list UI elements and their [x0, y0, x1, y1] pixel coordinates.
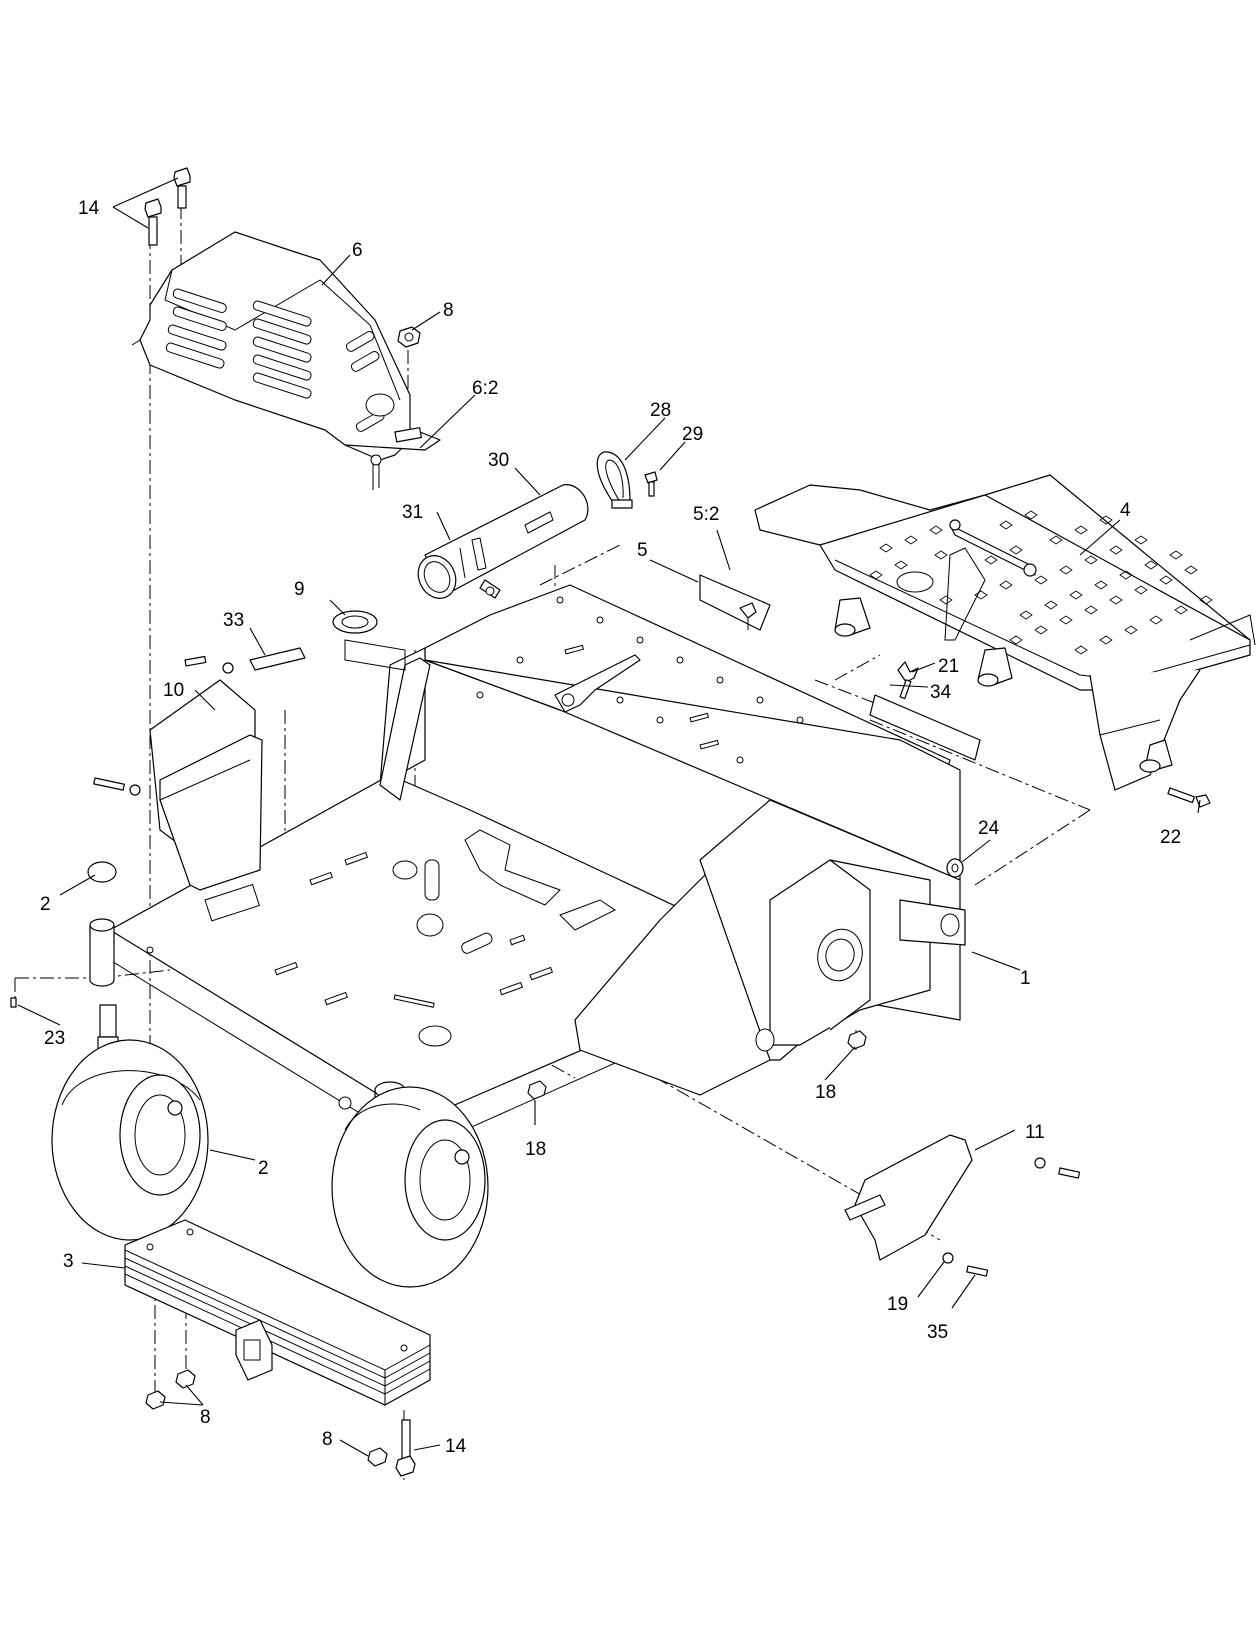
- leader-lines: [17, 177, 1201, 1457]
- callout-6: 6: [352, 240, 363, 261]
- caster-wheel-left: [51, 1004, 209, 1241]
- callout-2-cap: 2: [40, 894, 51, 915]
- callout-34: 34: [930, 682, 952, 703]
- callout-23: 23: [44, 1028, 65, 1049]
- tube-part-30-31: [417, 484, 589, 599]
- hitch-bar-part-3: [124, 1219, 431, 1406]
- callout-33: 33: [223, 610, 244, 631]
- tread-pattern: [869, 510, 1213, 655]
- decal-part-33: [249, 647, 306, 671]
- plate-part-5: [699, 574, 771, 631]
- callout-9: 9: [294, 579, 305, 600]
- callout-24: 24: [978, 818, 1000, 839]
- screw-part-29: [644, 471, 658, 497]
- callout-31: 31: [402, 502, 423, 523]
- nut-part-8-upper: [397, 326, 421, 348]
- bolt-part-14-upper: [144, 167, 191, 246]
- callout-14-bottom: 14: [445, 1436, 467, 1457]
- callout-8-hitch: 8: [200, 1407, 211, 1428]
- grommet-part-9: [332, 610, 406, 671]
- washer-part-24: [946, 858, 964, 878]
- callout-19: 19: [887, 1294, 908, 1315]
- callout-6-2: 6:2: [472, 378, 498, 399]
- foot-plate-part-4: [754, 474, 1256, 791]
- caster-sleeve-part-2: [87, 861, 117, 987]
- guard-vent-slots: [165, 288, 385, 432]
- callout-22: 22: [1160, 827, 1181, 848]
- bolt-part-22: [1167, 787, 1211, 808]
- wing-screw-part-21: [897, 661, 919, 700]
- callout-21: 21: [938, 656, 959, 677]
- pulley-guard-part-6: [131, 231, 441, 490]
- callout-5: 5: [637, 540, 648, 561]
- caster-wheel-right: [331, 1086, 489, 1288]
- bracket-part-11: [844, 1134, 1081, 1277]
- strip-part-34: [869, 694, 981, 761]
- callout-1: 1: [1020, 968, 1031, 989]
- fasteners-under-hitch: [145, 1369, 416, 1477]
- callout-28: 28: [650, 400, 671, 421]
- clamp-part-28: [596, 451, 633, 509]
- callout-35: 35: [927, 1322, 948, 1343]
- callout-8-bottom: 8: [322, 1429, 333, 1450]
- callout-18-right: 18: [815, 1082, 836, 1103]
- callout-30: 30: [488, 450, 509, 471]
- callout-18-left: 18: [525, 1139, 546, 1160]
- callout-10: 10: [163, 680, 184, 701]
- callout-11: 11: [1025, 1122, 1045, 1143]
- screw-part-23: [10, 997, 17, 1008]
- callout-8-top: 8: [443, 300, 454, 321]
- callout-4: 4: [1120, 500, 1131, 521]
- bracket-part-10: [93, 655, 263, 891]
- nuts-part-18: [527, 1030, 867, 1100]
- callout-14-top: 14: [78, 198, 100, 219]
- callout-2-wheel: 2: [258, 1158, 269, 1179]
- callout-5-2: 5:2: [693, 504, 719, 525]
- callout-3: 3: [63, 1251, 74, 1272]
- callout-29: 29: [682, 424, 703, 445]
- callout-labels: 14 6 8 6:2 28 29 30 31 5:2 4 5 9 33 21 1…: [40, 198, 1181, 1457]
